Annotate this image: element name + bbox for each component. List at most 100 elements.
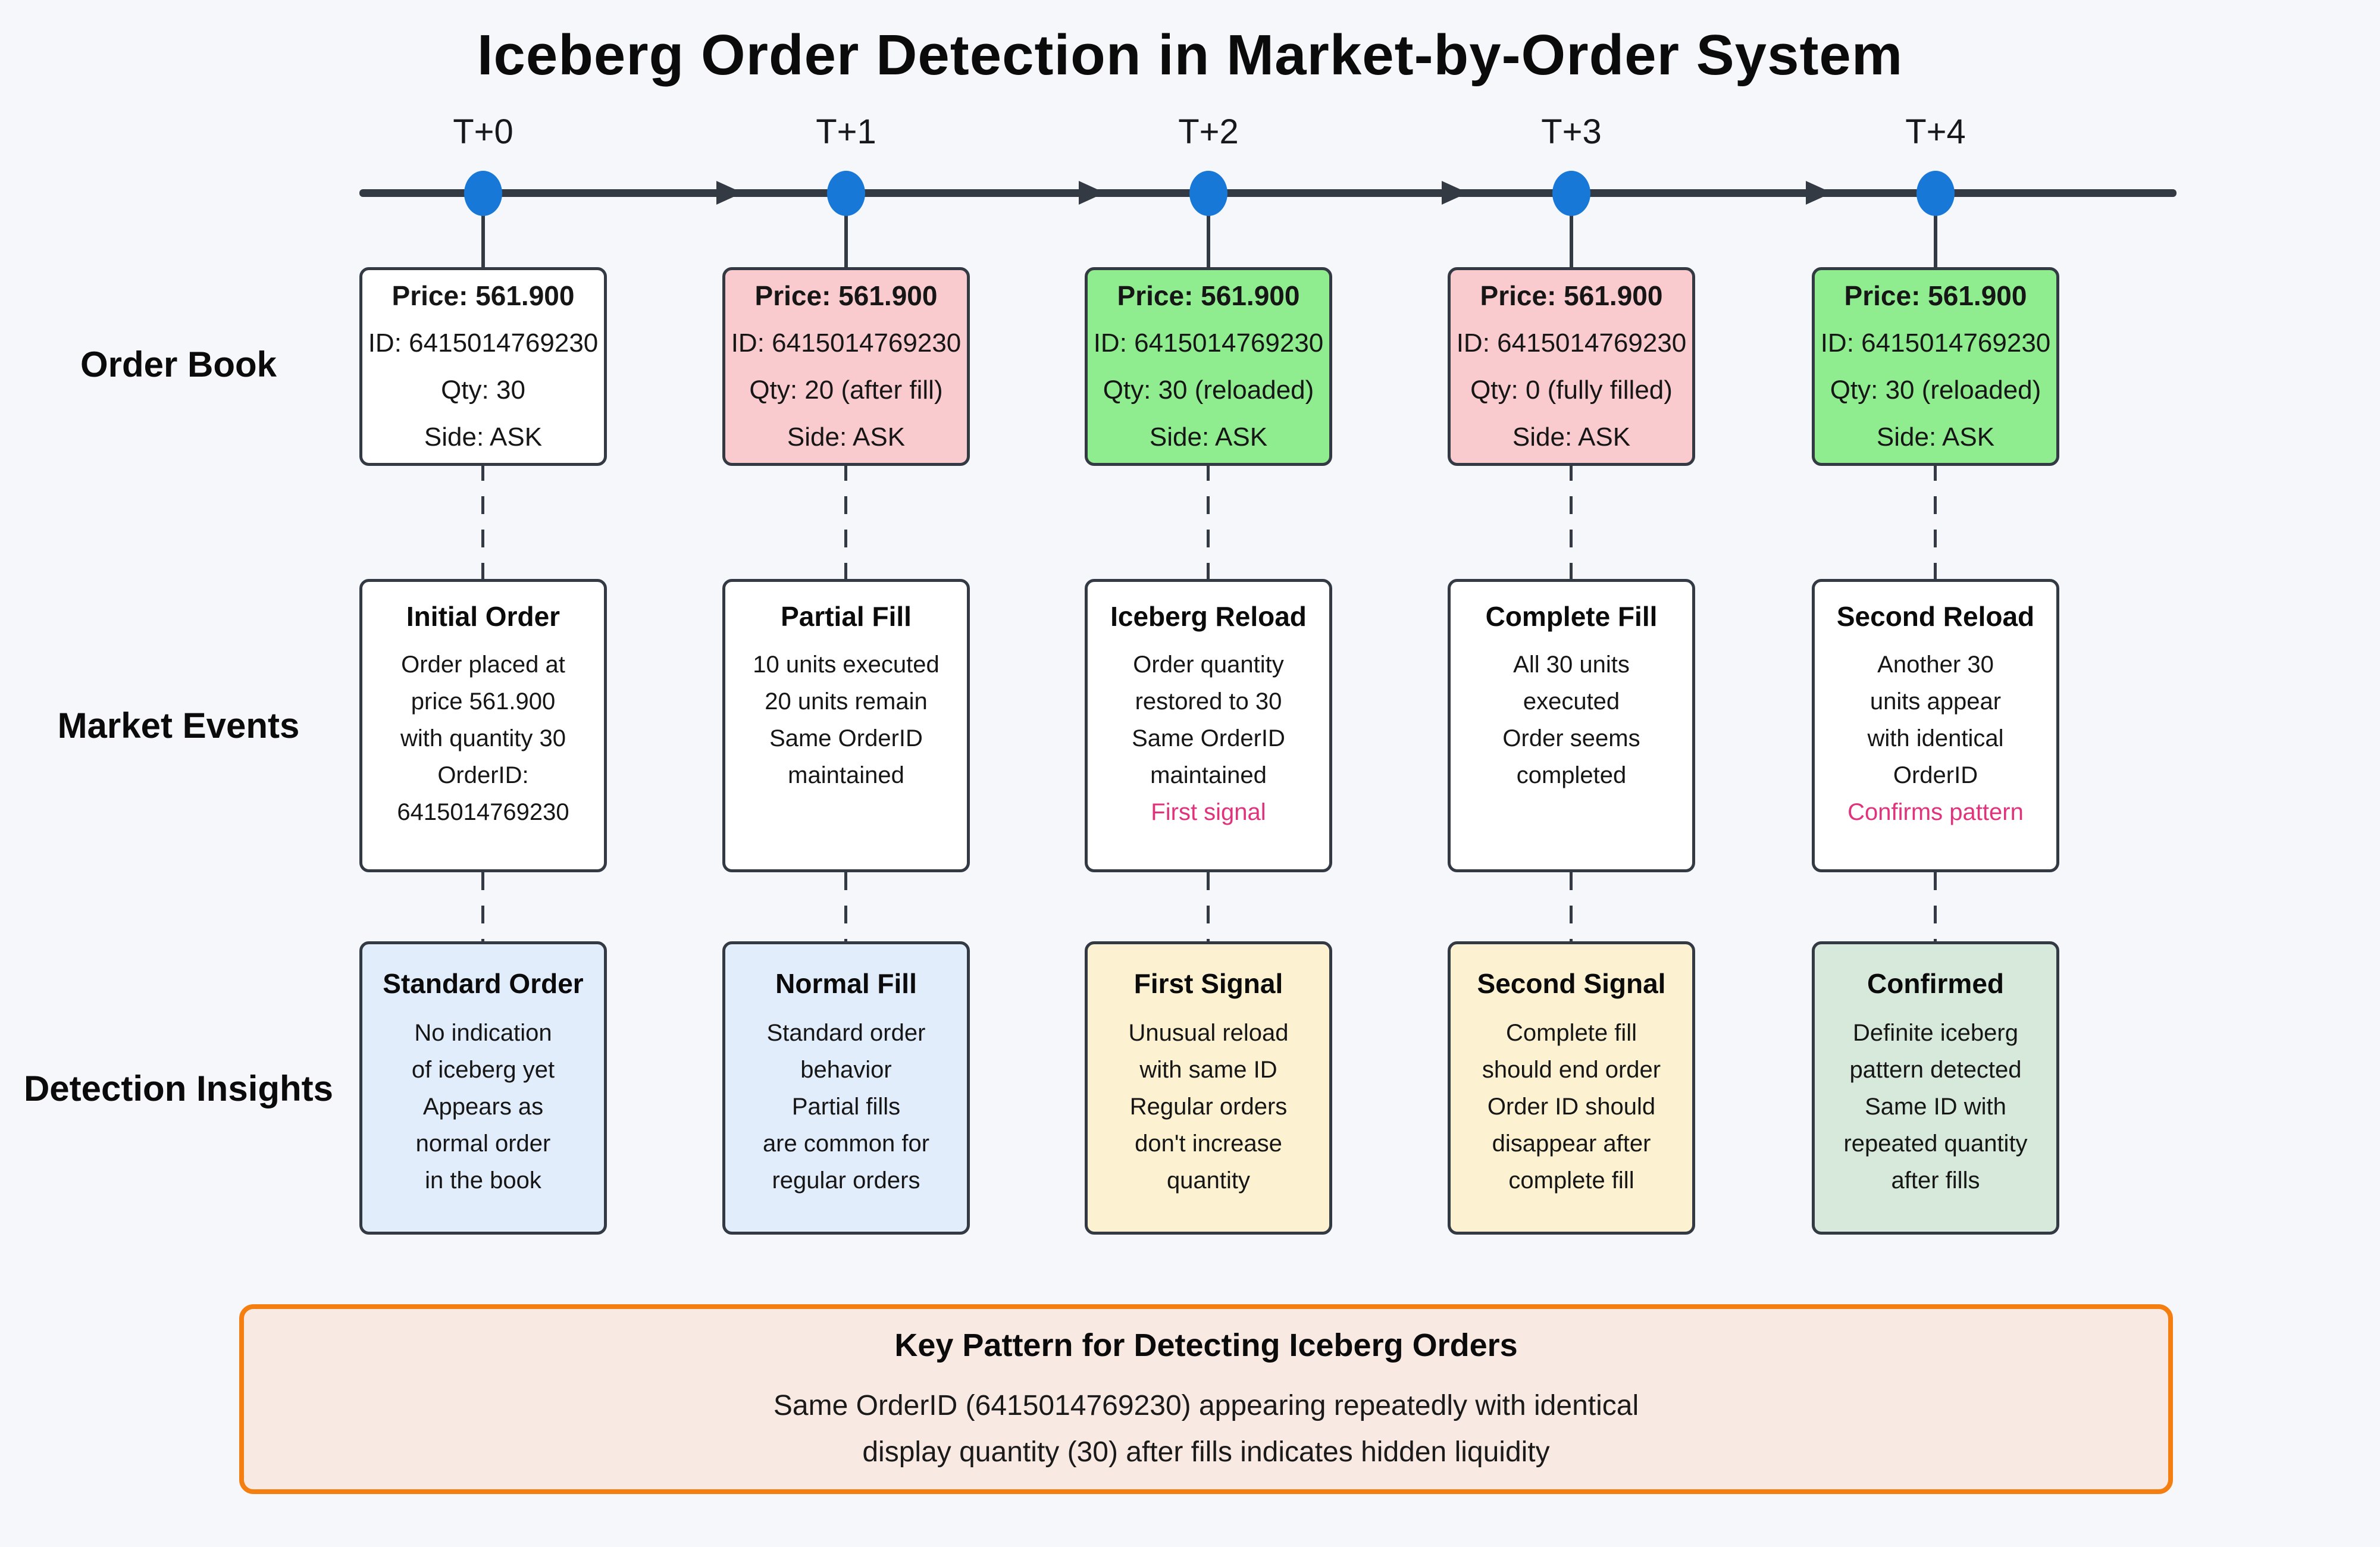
card-text: units appear: [1869, 688, 2002, 715]
timeline-arrow-icon: [1079, 181, 1105, 205]
timeline-dot-icon: [1552, 171, 1590, 216]
card-text: disappear after: [1492, 1130, 1651, 1157]
side-text: Side: ASK: [1876, 422, 1995, 452]
card-text: should end order: [1482, 1057, 1661, 1083]
order-id-text: ID: 6415014769230: [1456, 328, 1687, 358]
dashed-connector: [1207, 463, 1210, 579]
card-text: maintained: [1150, 762, 1267, 788]
order-id-text: ID: 6415014769230: [1820, 328, 2051, 358]
card-text: of iceberg yet: [411, 1057, 555, 1083]
card-text: don't increase: [1135, 1130, 1282, 1157]
card-title: Confirmed: [1867, 968, 2004, 999]
card-text: Same OrderID: [1132, 725, 1285, 751]
card-text: normal order: [415, 1130, 551, 1157]
card-text: Standard order: [766, 1020, 926, 1046]
card-text: completed: [1516, 762, 1627, 788]
detection-insight-card-t0: Standard Order No indication of iceberg …: [359, 941, 607, 1235]
card-title: Initial Order: [406, 601, 560, 632]
card-text: with same ID: [1139, 1057, 1277, 1083]
card-text: Order placed at: [401, 652, 565, 678]
timeline-dot-icon: [1916, 171, 1955, 216]
market-event-card-t3: Complete Fill All 30 units executed Orde…: [1448, 579, 1695, 872]
card-text: with quantity 30: [400, 725, 566, 751]
connector-line: [1570, 193, 1573, 267]
card-text: behavior: [800, 1057, 892, 1083]
timeline-arrow-icon: [1442, 181, 1468, 205]
card-text: Unusual reload: [1128, 1020, 1289, 1046]
signal-text: Confirms pattern: [1847, 799, 2024, 825]
page-title: Iceberg Order Detection in Market-by-Ord…: [477, 23, 1903, 87]
card-text: Order ID should: [1487, 1094, 1656, 1120]
detection-insight-card-t4: Confirmed Definite iceberg pattern detec…: [1812, 941, 2059, 1235]
price-text: Price: 561.900: [1480, 280, 1663, 311]
key-pattern-text: Same OrderID (6415014769230) appearing r…: [773, 1390, 1639, 1421]
timeline-axis: [359, 189, 2177, 197]
card-text: Regular orders: [1129, 1094, 1288, 1120]
card-title: Complete Fill: [1485, 601, 1658, 632]
card-text: restored to 30: [1135, 688, 1282, 715]
card-text: Appears as: [422, 1094, 544, 1120]
order-id-text: ID: 6415014769230: [731, 328, 962, 358]
card-text: Another 30: [1877, 652, 1994, 678]
dashed-connector: [844, 872, 847, 941]
card-text: 6415014769230: [397, 799, 569, 825]
connector-line: [1207, 193, 1210, 267]
market-event-card-t2: Iceberg Reload Order quantity restored t…: [1085, 579, 1332, 872]
card-text: Order seems: [1502, 725, 1640, 751]
dashed-connector: [481, 463, 484, 579]
qty-text: Qty: 0 (fully filled): [1470, 375, 1673, 405]
order-book-card-t3: Price: 561.900 ID: 6415014769230 Qty: 0 …: [1448, 267, 1695, 466]
connector-line: [481, 193, 485, 267]
card-text: maintained: [788, 762, 904, 788]
card-text: 10 units executed: [753, 652, 940, 678]
key-pattern-text: display quantity (30) after fills indica…: [862, 1436, 1550, 1468]
card-text: Same OrderID: [769, 725, 923, 751]
qty-text: Qty: 30 (reloaded): [1830, 375, 2041, 405]
timeline-arrow-icon: [716, 181, 743, 205]
side-text: Side: ASK: [1512, 422, 1631, 452]
card-title: Iceberg Reload: [1110, 601, 1307, 632]
market-event-card-t4: Second Reload Another 30 units appear wi…: [1812, 579, 2059, 872]
order-book-card-t2: Price: 561.900 ID: 6415014769230 Qty: 30…: [1085, 267, 1332, 466]
card-text: No indication: [414, 1020, 552, 1046]
market-event-card-t0: Initial Order Order placed at price 561.…: [359, 579, 607, 872]
card-text: pattern detected: [1849, 1057, 2022, 1083]
signal-text: First signal: [1151, 799, 1266, 825]
order-id-text: ID: 6415014769230: [1093, 328, 1324, 358]
side-text: Side: ASK: [424, 422, 543, 452]
card-title: Second Signal: [1477, 968, 1666, 999]
side-text: Side: ASK: [1149, 422, 1268, 452]
detection-insight-card-t3: Second Signal Complete fill should end o…: [1448, 941, 1695, 1235]
timeline-label-t4: T+4: [1905, 112, 1966, 151]
card-text: Partial fills: [791, 1094, 901, 1120]
key-pattern-title: Key Pattern for Detecting Iceberg Orders: [894, 1327, 1518, 1363]
timeline-label-t2: T+2: [1178, 112, 1239, 151]
order-book-card-t0: Price: 561.900 ID: 6415014769230 Qty: 30…: [359, 267, 607, 466]
price-text: Price: 561.900: [754, 280, 938, 311]
timeline-label-t3: T+3: [1541, 112, 1602, 151]
price-text: Price: 561.900: [1844, 280, 2027, 311]
card-text: All 30 units: [1513, 652, 1630, 678]
order-book-card-t4: Price: 561.900 ID: 6415014769230 Qty: 30…: [1812, 267, 2059, 466]
card-text: price 561.900: [411, 688, 556, 715]
card-text: are common for: [762, 1130, 930, 1157]
dashed-connector: [1570, 463, 1573, 579]
card-text: Order quantity: [1133, 652, 1284, 678]
dashed-connector: [844, 463, 847, 579]
card-text: after fills: [1891, 1167, 1980, 1194]
timeline-label-t1: T+1: [816, 112, 876, 151]
qty-text: Qty: 30: [441, 375, 525, 405]
card-text: quantity: [1166, 1167, 1251, 1194]
dashed-connector: [1207, 872, 1210, 941]
row-label-order-book: Order Book: [80, 345, 277, 384]
card-title: Second Reload: [1836, 601, 2035, 632]
qty-text: Qty: 30 (reloaded): [1103, 375, 1314, 405]
qty-text: Qty: 20 (after fill): [749, 375, 943, 405]
price-text: Price: 561.900: [1117, 280, 1300, 311]
connector-line: [844, 193, 848, 267]
card-text: repeated quantity: [1843, 1130, 2028, 1157]
card-text: in the book: [425, 1167, 541, 1194]
card-text: complete fill: [1508, 1167, 1634, 1194]
card-text: Same ID with: [1865, 1094, 2006, 1120]
